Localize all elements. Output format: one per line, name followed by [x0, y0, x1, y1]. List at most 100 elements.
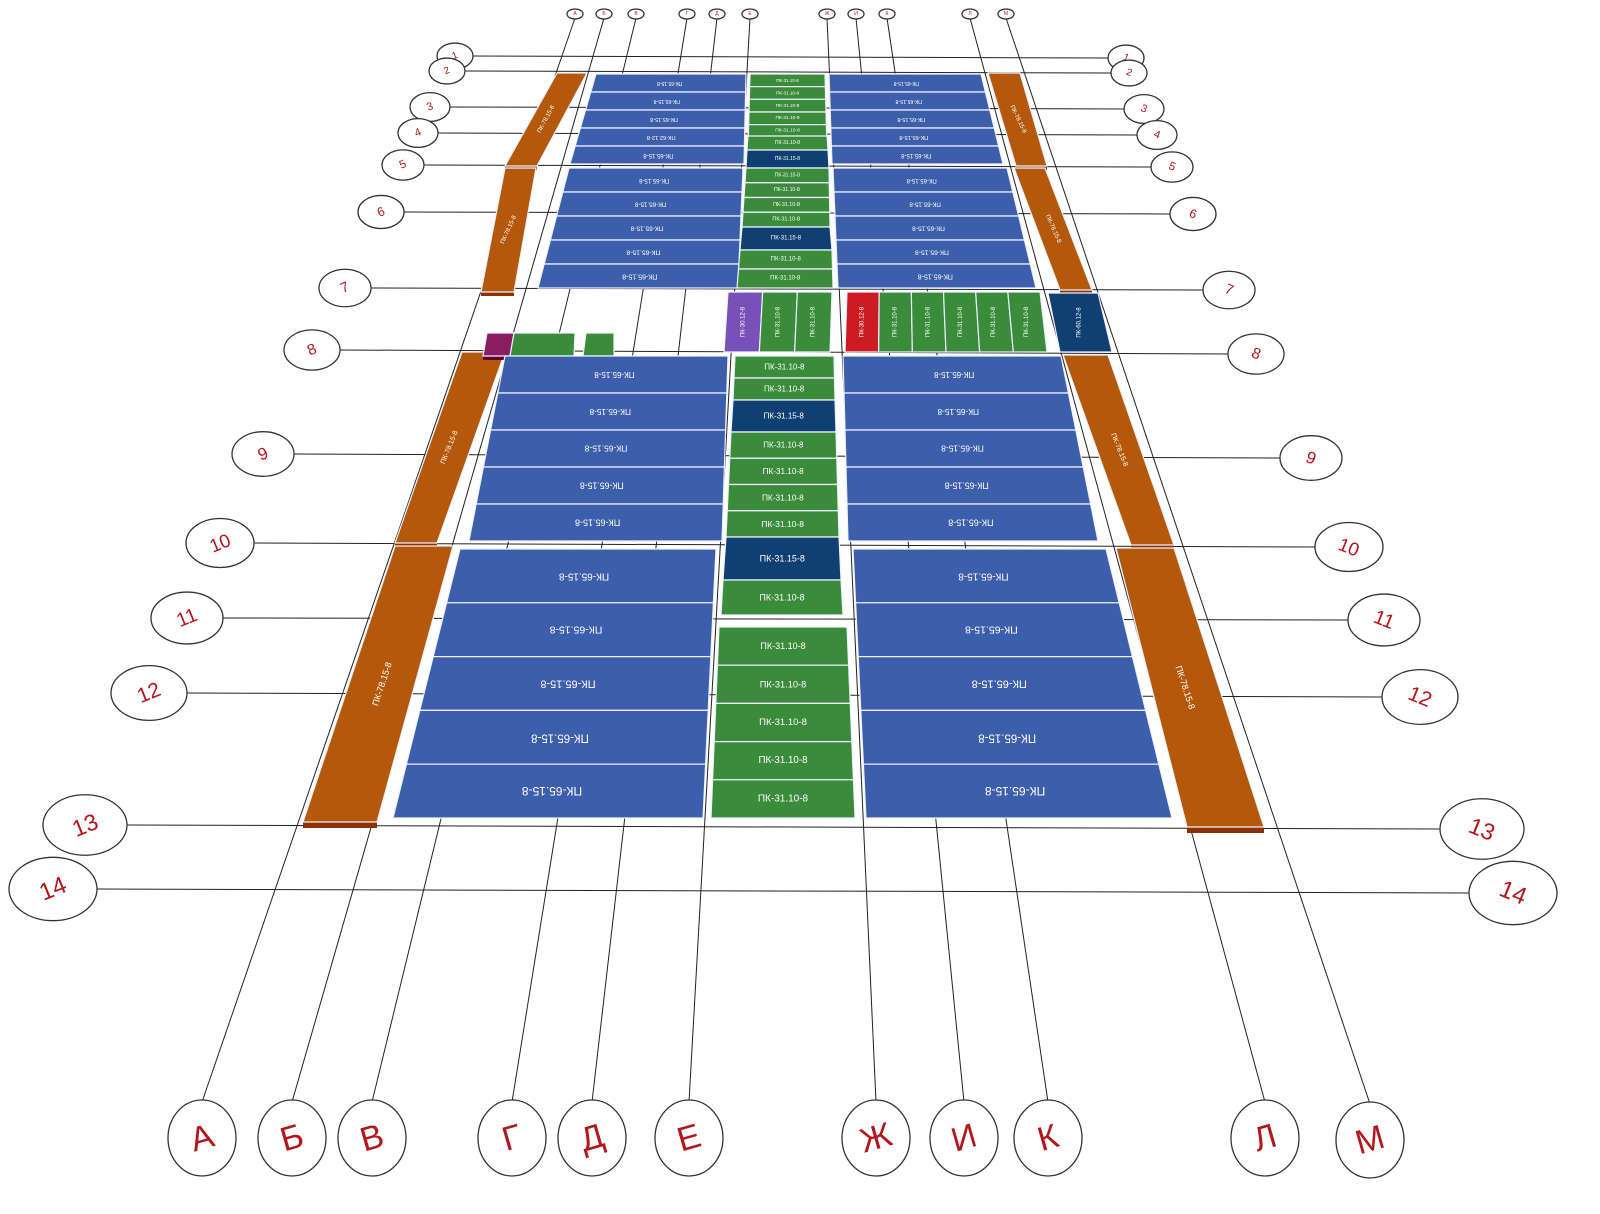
slab-c-top-b-label: ПК-31.10-8 — [775, 140, 800, 146]
axis-bubble-letter-top — [961, 8, 979, 20]
axis-bubble-number-right — [1202, 270, 1256, 310]
slabs-layer: ПК-78.15-8ПК-78.15-8ПК-78.15-8ПК-78.15-8… — [302, 72, 1265, 833]
axis-label-letter-top: Г — [686, 11, 689, 17]
axis-label-letter-top: А — [573, 11, 577, 17]
slab-c-top-f-1-label: ПК-31.10-8 — [771, 257, 802, 263]
slab-mc-e — [720, 579, 844, 616]
axis-bubble-letter-top — [678, 8, 696, 20]
axis-label-number-left: 3 — [425, 100, 435, 113]
axis-label-number-left: 2 — [442, 65, 451, 77]
axis-bubble-letter — [167, 1099, 237, 1177]
axis-bubble-number-right — [1169, 196, 1217, 232]
slab-bc-1-label: ПК-31.10-8 — [760, 641, 805, 651]
slab-c-top-e-label: ПК-31.15-8 — [771, 236, 802, 242]
slab-mc-c-1-label: ПК-31.10-8 — [763, 441, 804, 450]
axis-bubble-letter — [1230, 1099, 1300, 1177]
slab-br-4-label: ПК-65.15-8 — [978, 731, 1036, 743]
slab-bl-5 — [392, 763, 707, 819]
slab-tr-b-5-label: ПК-65.15-8 — [918, 273, 953, 280]
slab-mc-e-label: ПК-31.10-8 — [759, 593, 804, 603]
slab-bc-2-label: ПК-31.10-8 — [760, 679, 807, 689]
axis-label-letter-top: И — [854, 11, 858, 17]
axis-bubble-letter — [477, 1099, 547, 1177]
band8-left-piece-3 — [582, 332, 615, 357]
beam-right-3 — [1062, 354, 1175, 546]
axis-label-letter-top: В — [634, 11, 638, 17]
axis-label-letter-top: Е — [748, 11, 752, 17]
axis-label-letter-top: Ж — [825, 11, 830, 17]
axis-label-number-right: 1 — [1121, 52, 1131, 64]
axis-bubble-letter-top — [708, 8, 726, 20]
axis-bubble-letter — [1013, 1099, 1083, 1177]
slab-tr-a-1-label: ПК-65.15-8 — [893, 80, 918, 86]
axis-bubble-letter-top — [847, 8, 865, 20]
letter-axis-line — [1005, 17, 1371, 1105]
axis-bubble-number-left — [428, 57, 466, 85]
slab-mc-b-label: ПК-31.15-8 — [764, 412, 805, 421]
slab-tr-a-5-label: ПК-65.15-8 — [901, 152, 932, 158]
axis-bubble-number-left — [381, 149, 425, 181]
band8-right-1-label: ПК-30.12-8 — [859, 306, 865, 337]
number-axis-line — [472, 55, 1109, 59]
axis-bubble-number-right — [1468, 860, 1558, 926]
slab-tr-b-1-label: ПК-65.15-8 — [906, 177, 937, 183]
slab-c-top-d-1-label: ПК-31.10-8 — [775, 172, 800, 178]
axis-bubble-number-left — [150, 591, 224, 645]
axis-bubble-number-right — [1347, 593, 1421, 647]
slab-mr-5 — [846, 503, 1099, 542]
slab-tl-a-5 — [569, 145, 746, 165]
axis-label-letter-top: К — [886, 11, 889, 17]
band8-left-piece-2 — [509, 332, 576, 357]
axis-label-number-right: 3 — [1139, 102, 1149, 115]
beam-right-4-side — [1187, 827, 1264, 833]
slab-tl-a-5-label: ПК-65.15-8 — [643, 152, 674, 158]
slab-tr-b-3-label: ПК-65.15-8 — [912, 225, 945, 232]
band8-right-3-label: ПК-31.10-8 — [925, 306, 931, 337]
slab-c-top-a-4-label: ПК-31.10-8 — [775, 115, 799, 121]
slab-tl-b-3-label: ПК-65.15-8 — [630, 225, 663, 232]
slab-bl-1-label: ПК-65.15-8 — [558, 570, 609, 581]
slab-mc-c-2-label: ПК-31.10-8 — [763, 467, 804, 476]
axis-label-number-left: 4 — [413, 126, 423, 139]
axis-bubble-number-left — [283, 329, 341, 371]
slab-tl-b-4-label: ПК-65.15-8 — [626, 249, 660, 256]
axis-bubble-letter — [557, 1099, 627, 1177]
axis-label-number-right: 5 — [1167, 160, 1177, 174]
slab-tl-b-1-label: ПК-65.15-8 — [638, 177, 669, 183]
band8-left-piece-1-side — [483, 356, 510, 360]
axis-label-number-right: 4 — [1152, 128, 1162, 141]
axis-bubble-number-left — [42, 794, 128, 856]
axis-bubble-number-right — [1439, 798, 1525, 860]
slab-tl-b-2-label: ПК-65.15-8 — [634, 201, 666, 208]
axis-bubble-letter — [841, 1099, 911, 1177]
axis-bubble-number-left — [185, 517, 255, 569]
axis-bubble-number-left — [318, 268, 372, 308]
beam-right-4 — [1115, 547, 1265, 828]
axis-bubble-number-left — [8, 856, 98, 922]
beam-left-2 — [480, 167, 537, 293]
axis-bubble-letter — [929, 1099, 999, 1177]
axis-bubble-letter-top — [997, 8, 1015, 20]
band8-left-piece-1 — [482, 332, 515, 357]
slab-mc-d-label: ПК-31.15-8 — [760, 554, 805, 564]
slab-br-1-label: ПК-65.15-8 — [958, 570, 1009, 581]
axis-bubble-letter-top — [818, 8, 836, 20]
slab-tr-b-2-label: ПК-65.15-8 — [909, 201, 941, 208]
axis-label-number-right: 2 — [1124, 67, 1133, 79]
slab-tr-a-2-label: ПК-65.15-8 — [895, 98, 921, 104]
slab-mr-3-label: ПК-65.15-8 — [941, 444, 984, 454]
axis-bubble-number-right — [1227, 333, 1285, 375]
slab-c-top-a-3-label: ПК-31.10-8 — [776, 103, 800, 108]
slab-bc-3-label: ПК-31.10-8 — [759, 717, 807, 728]
slab-mr-2-label: ПК-65.15-8 — [937, 407, 979, 416]
axis-bubble-number-right — [1136, 119, 1178, 151]
band8-right-6-label: ПК-31.10-8 — [1024, 306, 1030, 337]
slab-c-top-d-3-label: ПК-31.10-8 — [773, 202, 800, 208]
axis-bubble-letter-top — [627, 8, 645, 20]
axis-bubble-letter — [654, 1099, 724, 1177]
slab-tl-a-3-label: ПК-65.15-8 — [650, 116, 678, 122]
slab-c-top-d-4-label: ПК-31.10-8 — [772, 217, 800, 223]
slab-ml-1-label: ПК-65.15-8 — [594, 370, 635, 379]
slab-ml-2-label: ПК-65.15-8 — [589, 407, 631, 416]
